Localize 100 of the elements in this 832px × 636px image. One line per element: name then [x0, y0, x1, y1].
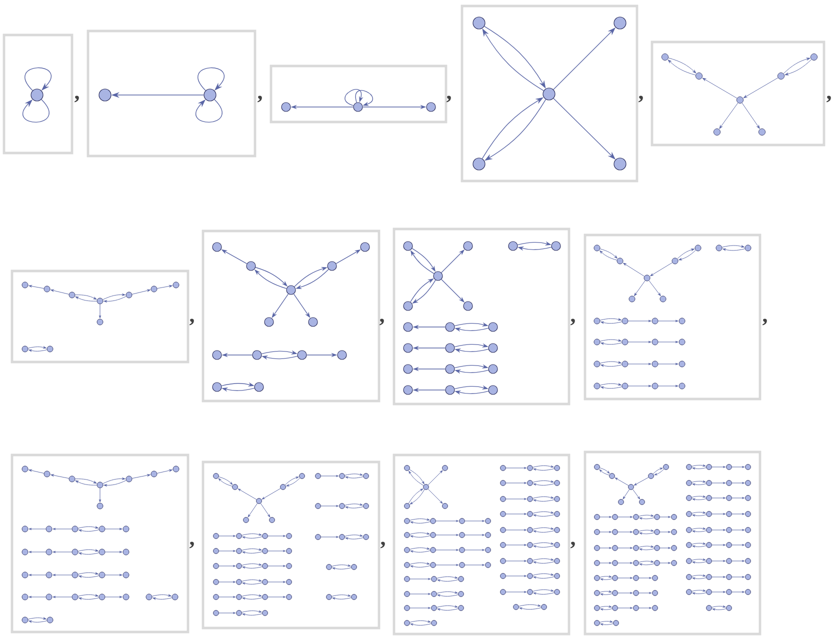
- arrow: [692, 542, 706, 545]
- vertex: [236, 563, 242, 569]
- vertex: [706, 480, 712, 486]
- vertex: [745, 480, 751, 486]
- vertex: [745, 464, 751, 470]
- vertex: [500, 480, 506, 486]
- vertex: [554, 589, 560, 595]
- vertex: [351, 564, 357, 570]
- vertex: [22, 466, 28, 472]
- arrow: [618, 592, 633, 594]
- vertex: [686, 542, 692, 548]
- vertex: [726, 495, 732, 501]
- vertex: [554, 480, 560, 486]
- arrow: [152, 597, 172, 600]
- arrow: [628, 362, 652, 366]
- arrow: [464, 549, 485, 551]
- vertex: [500, 465, 506, 471]
- vertex: [262, 610, 268, 616]
- vertex: [98, 594, 106, 600]
- arrow: [660, 562, 671, 564]
- vertex: [594, 620, 600, 626]
- vertex: [96, 298, 104, 304]
- vertex: [686, 480, 692, 486]
- vertex: [614, 16, 626, 30]
- arrow: [639, 548, 654, 550]
- arrow: [98, 304, 102, 318]
- arrow: [320, 536, 339, 538]
- vertex: [686, 511, 692, 517]
- arrow: [660, 531, 671, 533]
- vertex: [286, 285, 296, 295]
- vertex: [663, 464, 669, 470]
- vertex: [262, 594, 268, 600]
- vertex: [613, 620, 619, 626]
- arrow: [533, 576, 554, 579]
- arrow: [732, 497, 745, 499]
- vertex: [262, 533, 268, 539]
- vertex: [554, 527, 560, 533]
- vertex: [459, 518, 465, 524]
- arrow: [722, 245, 744, 248]
- comma: ,: [570, 318, 575, 326]
- vertex: [633, 605, 639, 611]
- vertex: [404, 503, 410, 509]
- arrow: [132, 474, 150, 479]
- arrow: [712, 482, 726, 484]
- vertex: [254, 382, 264, 392]
- vertex: [297, 350, 307, 360]
- vertex: [726, 464, 732, 470]
- vertex: [594, 529, 600, 535]
- arrow: [732, 466, 745, 468]
- vertex: [594, 514, 600, 520]
- arrow: [638, 577, 652, 579]
- arrow: [268, 596, 286, 598]
- arrow: [78, 597, 100, 600]
- arrow: [638, 530, 654, 532]
- vertex: [243, 517, 249, 523]
- vertex: [500, 511, 506, 517]
- vertex: [644, 274, 650, 282]
- arrow: [532, 511, 554, 514]
- vertex: [22, 548, 28, 556]
- arrow: [218, 581, 236, 583]
- vertex: [654, 560, 660, 566]
- arrow: [52, 528, 72, 530]
- arrow: [600, 606, 612, 608]
- vertex: [485, 532, 491, 538]
- arrow: [622, 489, 630, 500]
- vertex: [339, 473, 345, 479]
- vertex: [652, 338, 658, 346]
- vertex: [810, 53, 818, 61]
- vertex: [246, 261, 256, 271]
- vertex: [745, 495, 751, 501]
- arrow: [242, 613, 262, 616]
- arrow: [410, 593, 431, 595]
- arrow: [533, 499, 554, 502]
- arrow: [506, 575, 527, 577]
- vertex: [423, 484, 429, 490]
- vertex: [264, 317, 274, 327]
- arrow: [618, 562, 633, 564]
- vertex: [286, 533, 292, 539]
- vertex: [726, 605, 732, 611]
- arrow: [506, 560, 527, 562]
- arrow: [52, 574, 72, 576]
- arrow: [600, 623, 614, 626]
- vertex: [22, 572, 28, 578]
- arrow: [506, 544, 527, 546]
- vertex: [706, 589, 712, 595]
- vertex: [72, 572, 78, 578]
- vertex: [508, 241, 518, 251]
- arrow: [712, 608, 726, 610]
- arrow: [712, 544, 726, 546]
- vertex: [315, 503, 321, 509]
- vertex: [463, 241, 473, 251]
- vertex: [459, 547, 465, 553]
- arrow: [632, 489, 640, 500]
- vertex: [554, 573, 560, 579]
- arrow: [218, 612, 236, 614]
- arrow: [600, 590, 612, 593]
- vertex: [726, 480, 732, 486]
- arrow: [436, 549, 459, 551]
- vertex: [326, 564, 332, 570]
- vertex: [72, 548, 78, 556]
